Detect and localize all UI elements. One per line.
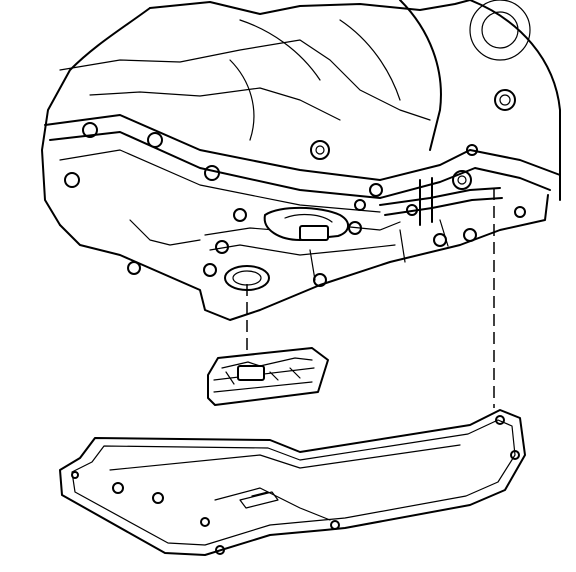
- oil-filter: [207, 347, 329, 406]
- transmission-case: [41, 0, 561, 321]
- oil-pan: [59, 409, 526, 556]
